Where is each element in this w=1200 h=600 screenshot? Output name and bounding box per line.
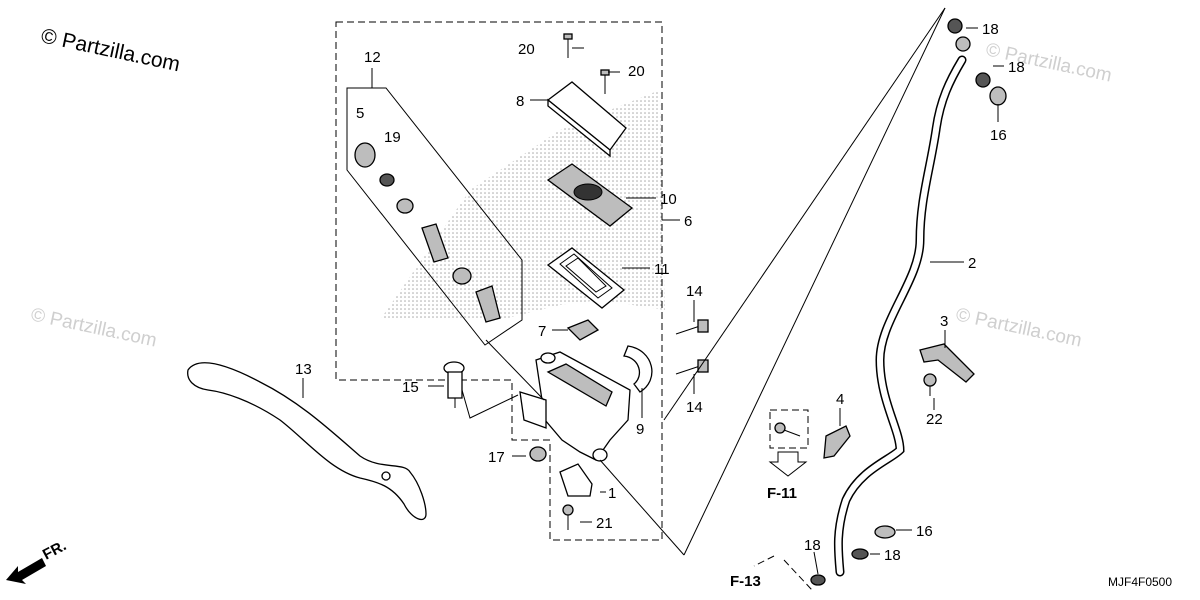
reservoir-diaphragm bbox=[546, 247, 626, 309]
piston-kit-group-box bbox=[346, 87, 523, 346]
watermark-faint-left: © Partzilla.com bbox=[29, 304, 159, 351]
master-cylinder-holder bbox=[623, 345, 653, 393]
callout-2: 2 bbox=[968, 255, 976, 272]
callout-18-b: 18 bbox=[1008, 59, 1025, 76]
leader-lines bbox=[302, 7, 1004, 591]
f11-reference-box bbox=[769, 409, 809, 449]
screw-20-upper bbox=[563, 33, 573, 58]
callout-16-a: 16 bbox=[990, 127, 1007, 144]
callout-16-b: 16 bbox=[916, 523, 933, 540]
bolt-14-upper bbox=[675, 319, 709, 335]
callout-3: 3 bbox=[940, 313, 948, 330]
callout-18-a: 18 bbox=[982, 21, 999, 38]
brake-light-switch bbox=[559, 463, 593, 497]
clamp-plate bbox=[566, 319, 600, 341]
reservoir-cap bbox=[546, 81, 627, 158]
callout-5: 5 bbox=[356, 105, 364, 122]
watermark-main: © Partzilla.com bbox=[39, 24, 182, 76]
callout-22: 22 bbox=[926, 411, 943, 428]
callout-17: 17 bbox=[488, 449, 505, 466]
callout-8: 8 bbox=[516, 93, 524, 110]
watermark-faint-right: © Partzilla.com bbox=[954, 304, 1084, 351]
callout-6: 6 bbox=[684, 213, 692, 230]
bolt-22 bbox=[923, 373, 937, 396]
reservoir-plate bbox=[546, 163, 634, 227]
callout-21: 21 bbox=[596, 515, 613, 532]
screw-17 bbox=[529, 446, 547, 462]
callout-13: 13 bbox=[295, 361, 312, 378]
callout-11: 11 bbox=[654, 261, 670, 278]
hose-clamp-bracket-3 bbox=[919, 343, 975, 383]
ref-f13-label: F-13 bbox=[730, 573, 761, 590]
brake-hose bbox=[833, 55, 967, 577]
hose-clamp-bracket-4 bbox=[823, 425, 851, 459]
callout-15: 15 bbox=[402, 379, 419, 396]
ref-f11-label: F-11 bbox=[767, 485, 797, 502]
callout-20-lower: 20 bbox=[628, 63, 645, 80]
callout-19: 19 bbox=[384, 129, 401, 146]
callout-1: 1 bbox=[608, 485, 616, 502]
callout-9: 9 bbox=[636, 421, 644, 438]
front-arrow-icon bbox=[6, 558, 46, 584]
callout-7: 7 bbox=[538, 323, 546, 340]
master-cylinder-body bbox=[519, 351, 631, 462]
callout-18-c: 18 bbox=[884, 547, 901, 564]
callout-4: 4 bbox=[836, 391, 844, 408]
brake-lever bbox=[187, 362, 427, 521]
screw-20-lower bbox=[600, 69, 610, 94]
callout-10: 10 bbox=[660, 191, 677, 208]
master-cylinder-group-box bbox=[335, 21, 663, 541]
front-indicator-label: FR. bbox=[40, 537, 69, 563]
stipple-logo-shape bbox=[380, 90, 665, 320]
screw-21 bbox=[562, 504, 574, 530]
callout-14-upper: 14 bbox=[686, 283, 703, 300]
hose-fittings bbox=[810, 18, 1007, 586]
f11-arrow bbox=[768, 451, 808, 477]
callout-12: 12 bbox=[364, 49, 381, 66]
callout-20-upper: 20 bbox=[518, 41, 535, 58]
watermark-faint-top-right: © Partzilla.com bbox=[984, 39, 1114, 86]
pivot-bolt bbox=[443, 361, 465, 408]
piston-kit-parts bbox=[354, 142, 501, 323]
callout-18-d: 18 bbox=[804, 537, 821, 554]
bolt-14-lower bbox=[675, 359, 709, 375]
diagram-code: MJF4F0500 bbox=[1108, 575, 1172, 589]
callout-14-lower: 14 bbox=[686, 399, 703, 416]
